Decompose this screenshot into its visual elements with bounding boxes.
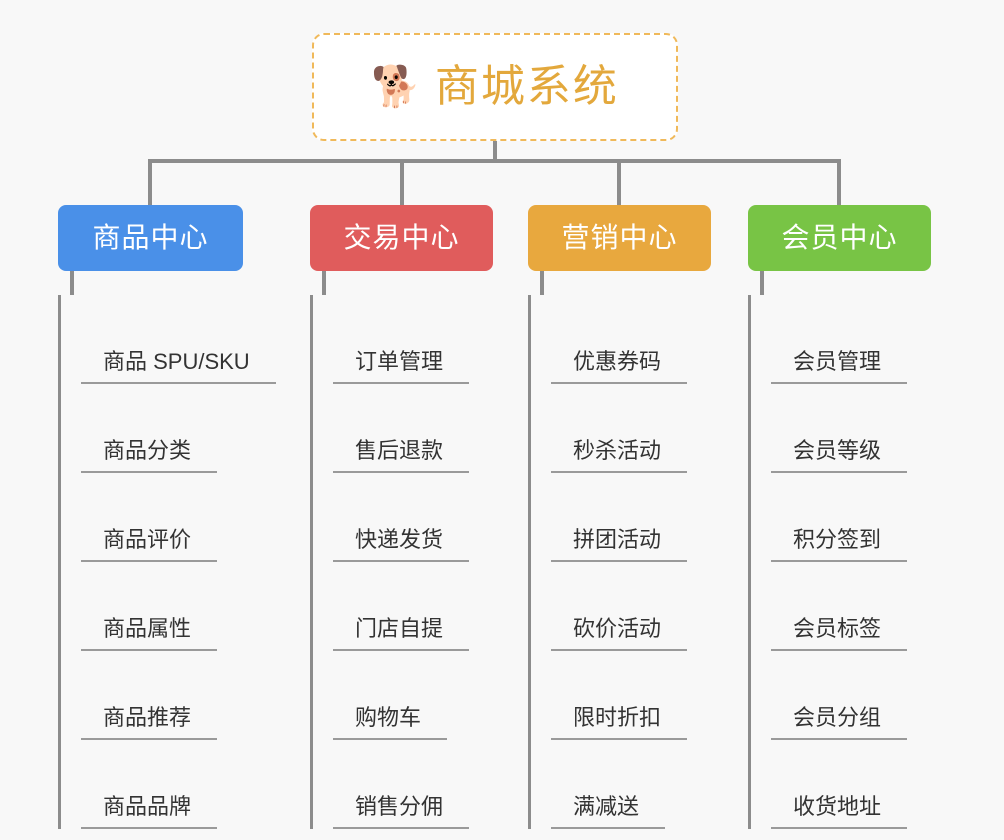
list-item[interactable]: 积分签到 (765, 473, 968, 562)
list-item[interactable]: 购物车 (327, 651, 528, 740)
root-title: 商城系统 (434, 62, 619, 111)
leaf-label: 销售分佣 (333, 796, 470, 829)
leaf-list-trade-center: 订单管理 售后退款 快递发货 门店自提 购物车 销售分佣 (310, 295, 528, 829)
list-item[interactable]: 满减送 (545, 740, 748, 829)
list-item[interactable]: 商品 SPU/SKU (75, 295, 308, 384)
leaf-list-product-center: 商品 SPU/SKU 商品分类 商品评价 商品属性 商品推荐 商品品牌 (58, 295, 308, 829)
category-header-trade-center[interactable]: 交易中心 (310, 205, 493, 271)
branch-product-center: 商品中心 商品 SPU/SKU 商品分类 商品评价 商品属性 商品推荐 商品品牌 (58, 205, 308, 829)
category-header-marketing-center[interactable]: 营销中心 (528, 205, 711, 271)
leaf-list-member-center: 会员管理 会员等级 积分签到 会员标签 会员分组 收货地址 (748, 295, 968, 829)
leaf-label: 商品评价 (81, 529, 218, 562)
leaf-label: 商品推荐 (81, 707, 218, 740)
list-item[interactable]: 商品推荐 (75, 651, 308, 740)
list-item[interactable]: 优惠券码 (545, 295, 748, 384)
leaf-label: 秒杀活动 (551, 440, 688, 473)
category-header-product-center[interactable]: 商品中心 (58, 205, 243, 271)
leaf-label: 购物车 (333, 707, 448, 740)
leaf-label: 满减送 (551, 796, 666, 829)
connector-stub-trade-center (322, 271, 326, 295)
list-item[interactable]: 会员管理 (765, 295, 968, 384)
leaf-label: 售后退款 (333, 440, 470, 473)
branch-member-center: 会员中心 会员管理 会员等级 积分签到 会员标签 会员分组 收货地址 (748, 205, 968, 829)
list-item[interactable]: 限时折扣 (545, 651, 748, 740)
list-item[interactable]: 商品属性 (75, 562, 308, 651)
leaf-label: 商品属性 (81, 618, 218, 651)
list-item[interactable]: 商品分类 (75, 384, 308, 473)
branch-trade-center: 交易中心 订单管理 售后退款 快递发货 门店自提 购物车 销售分佣 (310, 205, 528, 829)
leaf-label: 商品分类 (81, 440, 218, 473)
list-item[interactable]: 会员标签 (765, 562, 968, 651)
leaf-label: 商品品牌 (81, 796, 218, 829)
list-item[interactable]: 快递发货 (327, 473, 528, 562)
category-label: 商品中心 (92, 222, 209, 253)
root-node[interactable]: 🐕 商城系统 (312, 33, 678, 141)
leaf-label: 商品 SPU/SKU (81, 351, 276, 384)
branch-marketing-center: 营销中心 优惠券码 秒杀活动 拼团活动 砍价活动 限时折扣 满减送 (528, 205, 748, 829)
category-label: 营销中心 (561, 222, 678, 253)
connector-drop-marketing-center (617, 159, 621, 208)
leaf-label: 会员分组 (771, 707, 908, 740)
list-item[interactable]: 收货地址 (765, 740, 968, 829)
leaf-label: 砍价活动 (551, 618, 688, 651)
leaf-label: 积分签到 (771, 529, 908, 562)
leaf-label: 订单管理 (333, 351, 470, 384)
connector-stub-product-center (70, 271, 74, 295)
connector-stub-marketing-center (540, 271, 544, 295)
list-item[interactable]: 门店自提 (327, 562, 528, 651)
leaf-list-marketing-center: 优惠券码 秒杀活动 拼团活动 砍价活动 限时折扣 满减送 (528, 295, 748, 829)
list-item[interactable]: 会员等级 (765, 384, 968, 473)
list-item[interactable]: 商品品牌 (75, 740, 308, 829)
list-item[interactable]: 拼团活动 (545, 473, 748, 562)
category-label: 交易中心 (343, 222, 460, 253)
list-item[interactable]: 售后退款 (327, 384, 528, 473)
category-header-member-center[interactable]: 会员中心 (748, 205, 931, 271)
connector-drop-trade-center (400, 159, 404, 208)
leaf-label: 会员等级 (771, 440, 908, 473)
connector-drop-member-center (837, 159, 841, 208)
connector-stub-member-center (760, 271, 764, 295)
leaf-label: 收货地址 (771, 796, 908, 829)
connector-drop-product-center (148, 159, 152, 208)
list-item[interactable]: 订单管理 (327, 295, 528, 384)
leaf-label: 快递发货 (333, 529, 470, 562)
leaf-label: 优惠券码 (551, 351, 688, 384)
leaf-label: 拼团活动 (551, 529, 688, 562)
leaf-label: 门店自提 (333, 618, 470, 651)
list-item[interactable]: 销售分佣 (327, 740, 528, 829)
shiba-dog-face-icon: 🐕 (371, 65, 421, 109)
leaf-label: 会员管理 (771, 351, 908, 384)
connector-horizontal-bus (150, 159, 840, 163)
list-item[interactable]: 秒杀活动 (545, 384, 748, 473)
list-item[interactable]: 砍价活动 (545, 562, 748, 651)
leaf-label: 限时折扣 (551, 707, 688, 740)
leaf-label: 会员标签 (771, 618, 908, 651)
category-label: 会员中心 (781, 222, 898, 253)
connector-root-stem (493, 141, 497, 162)
list-item[interactable]: 会员分组 (765, 651, 968, 740)
list-item[interactable]: 商品评价 (75, 473, 308, 562)
